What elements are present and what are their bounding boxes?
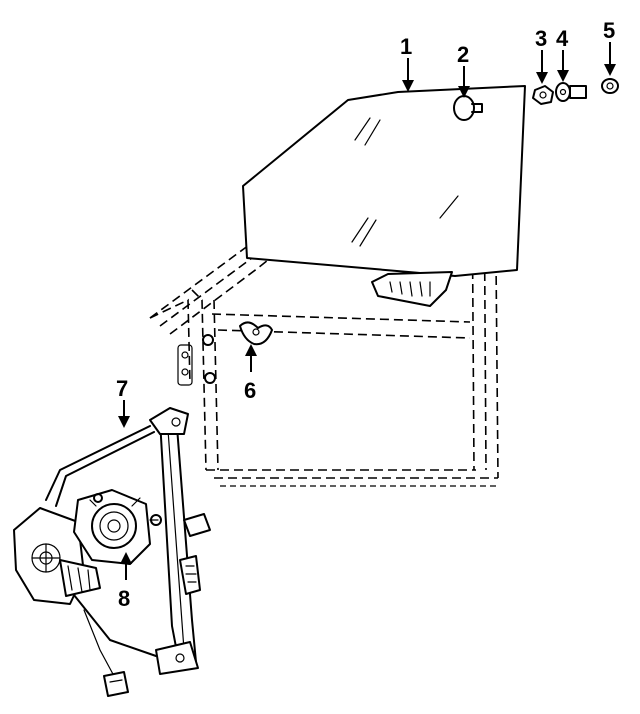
- callout-6: 6: [244, 378, 256, 403]
- retaining-clip: [239, 321, 273, 346]
- window-regulator: [45, 407, 211, 697]
- window-glass: [242, 85, 526, 307]
- window-motor: [13, 489, 162, 605]
- fastener-bolt: [601, 78, 619, 94]
- fastener-washer: [555, 82, 587, 102]
- callout-2: 2: [457, 42, 469, 67]
- callout-3: 3: [535, 26, 547, 51]
- callout-1: 1: [400, 34, 412, 59]
- callout-4: 4: [556, 26, 569, 51]
- callout-labels: 1 2 3 4 5 6 7 8: [116, 18, 615, 611]
- callout-arrows: [118, 42, 616, 580]
- callout-7: 7: [116, 376, 128, 401]
- callout-5: 5: [603, 18, 615, 43]
- callout-8: 8: [118, 586, 130, 611]
- fastener-nut: [532, 85, 554, 105]
